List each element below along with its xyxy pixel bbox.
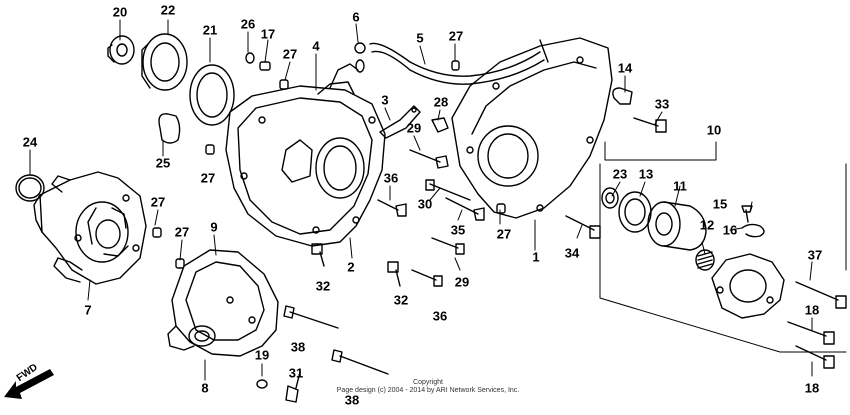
part-bracket-3 [379,105,421,139]
callout-5: 5 [416,30,424,46]
callout-2: 2 [347,259,355,275]
forward-direction-indicator: FWD [2,362,60,401]
callout-14: 14 [617,60,633,76]
part-fitting-4 [329,59,365,89]
part-hose-5 [369,39,549,85]
part-bolts-29 [409,149,465,255]
part-bolt-33 [633,117,667,133]
callout-9: 9 [210,219,218,235]
part-pump-cover-9 [167,249,279,357]
callout-20: 20 [112,4,128,20]
part-nut-28 [431,117,449,133]
part-o-ring-24 [15,174,45,202]
part-pin-17 [259,61,271,71]
callout-11: 11 [673,178,687,194]
part-dowels-27 [152,60,506,269]
part-bolts-37-18 [787,281,847,369]
callout-10: 10 [706,122,722,138]
callout-18-lower: 18 [804,380,820,396]
callout-30: 30 [417,196,433,212]
callout-6: 6 [352,9,360,25]
callout-7: 7 [84,302,92,318]
part-clip-14 [612,87,633,105]
part-outer-cover-1 [451,37,613,219]
callout-35: 35 [450,222,466,238]
callout-25: 25 [155,155,171,171]
part-bolts-30-35-36 [377,179,485,287]
part-screw-15 [741,205,753,223]
part-clip-16 [741,223,765,238]
callout-29-lower: 29 [454,274,470,290]
callout-34: 34 [564,245,580,261]
callout-27-top-left: 27 [282,46,298,62]
callout-8: 8 [201,380,209,396]
callout-31: 31 [288,365,304,381]
part-bolts-32 [311,243,401,287]
callout-27-cover: 27 [496,226,512,242]
callout-26: 26 [240,16,256,32]
copyright-notice: Copyright Page design (c) 2004 - 2014 by… [337,379,519,395]
part-rotor-11 [647,201,707,251]
callout-27-pump: 27 [150,194,166,210]
callout-21: 21 [202,22,218,38]
part-bolt-31 [285,371,301,403]
callout-33: 33 [654,96,670,112]
part-bolts-38 [283,305,389,375]
callout-27-lower: 27 [174,224,190,240]
callout-38-upper: 38 [290,339,306,355]
callout-4: 4 [312,38,320,54]
part-bolt-34 [565,215,601,239]
part-cover-10 [711,253,785,319]
callout-12: 12 [699,217,715,233]
callout-29-upper: 29 [406,120,422,136]
part-oil-seal-20 [107,35,135,65]
callout-27-mid-left: 27 [200,170,216,186]
copyright-title: Copyright [413,379,443,386]
callout-16: 16 [722,222,738,238]
callout-3: 3 [381,92,389,108]
part-bearing-23 [601,187,619,209]
part-washer-19 [256,379,268,389]
callout-32-left: 32 [315,278,331,294]
callout-28: 28 [433,94,449,110]
callout-38-lower: 38 [344,392,360,408]
callout-22: 22 [160,2,176,18]
part-seal-13 [618,191,652,233]
copyright-text: Page design (c) 2004 - 2014 by ARI Netwo… [336,387,520,394]
callout-36-lower: 36 [432,308,448,324]
callout-36-upper: 36 [383,170,399,186]
part-water-pump-7 [33,171,147,285]
callout-18-upper: 18 [804,302,820,318]
part-clamp-6 [354,42,366,54]
callout-1: 1 [532,249,540,265]
callout-32-right: 32 [393,292,409,308]
assembly-group-outline [599,163,847,353]
callout-19: 19 [254,347,270,363]
callout-13: 13 [638,166,654,182]
callout-24: 24 [22,134,38,150]
part-inner-cover-2 [225,81,386,247]
part-gasket-25 [158,113,181,144]
callout-37: 37 [807,247,823,263]
callout-23: 23 [612,166,628,182]
part-o-ring-21 [189,64,235,126]
part-clip-26 [245,52,255,64]
callout-17: 17 [260,26,276,42]
forward-arrow-icon [4,369,54,399]
callout-27-top-right: 27 [448,28,464,44]
part-spring-12 [695,249,715,271]
part-oil-seal-22 [141,33,188,91]
callout-15: 15 [712,196,728,212]
